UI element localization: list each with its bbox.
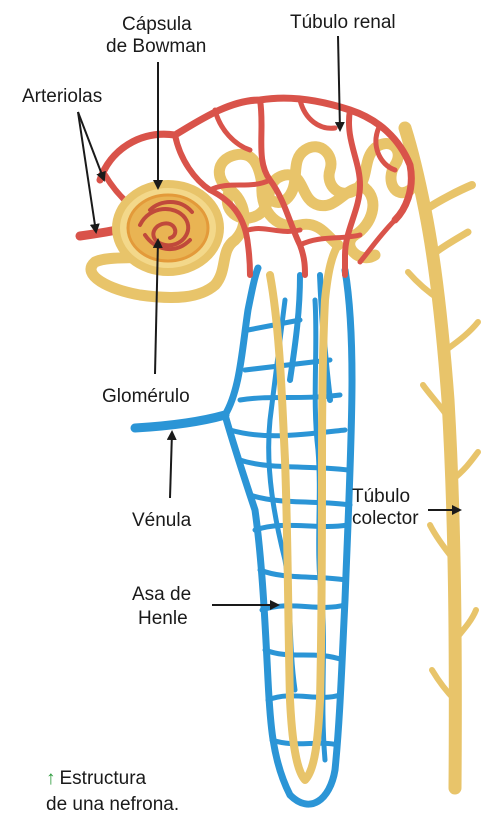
label-capsula-line1: Cápsula bbox=[122, 14, 192, 36]
label-asa-line2: Henle bbox=[138, 608, 188, 630]
caption-line2: de una nefrona. bbox=[46, 792, 179, 818]
label-arteriolas: Arteriolas bbox=[22, 86, 102, 108]
label-tubulo-renal: Túbulo renal bbox=[290, 12, 396, 34]
caption-line1: ↑Estructura bbox=[46, 766, 179, 792]
bowman-capsule bbox=[116, 184, 220, 272]
label-glomerulo: Glomérulo bbox=[102, 386, 190, 408]
caption-text-line1: Estructura bbox=[60, 768, 147, 789]
collecting-tubule bbox=[405, 128, 478, 788]
label-tubulo-colector-line1: Túbulo bbox=[352, 486, 410, 508]
label-asa-line1: Asa de bbox=[132, 584, 191, 606]
up-arrow-icon: ↑ bbox=[46, 768, 56, 789]
label-tubulo-colector-line2: colector bbox=[352, 508, 419, 530]
figure-caption: ↑Estructura de una nefrona. bbox=[46, 766, 179, 818]
loop-of-henle bbox=[270, 245, 338, 780]
label-capsula-line2: de Bowman bbox=[106, 36, 206, 58]
label-venula: Vénula bbox=[132, 510, 191, 532]
